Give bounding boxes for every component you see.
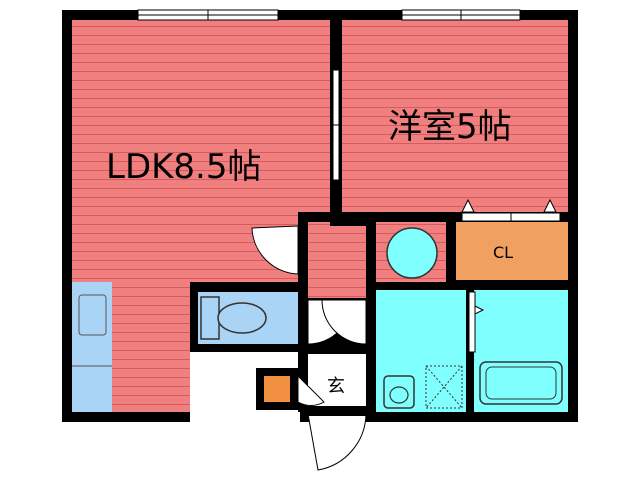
closet-label: CL <box>493 243 513 262</box>
western-room-label: 洋室5帖 <box>388 107 512 147</box>
ldk-lower-floor <box>112 282 190 412</box>
kitchen-sink <box>78 294 107 336</box>
sliding-doors <box>332 69 485 353</box>
entrance-label: 玄 <box>327 376 345 397</box>
bathtub <box>479 361 563 405</box>
closet-floor <box>456 222 568 280</box>
doors <box>251 225 367 471</box>
round-fixture <box>386 227 438 279</box>
toilet-fixture <box>200 296 267 340</box>
hallway-floor <box>308 226 366 298</box>
bathtub-inner <box>485 366 557 400</box>
ldk-label: LDK8.5帖 <box>106 147 262 187</box>
washbasin <box>383 375 415 409</box>
windows <box>137 9 521 21</box>
washer-pan <box>425 365 463 409</box>
closet-doors <box>461 198 561 222</box>
western-floor <box>342 20 568 212</box>
shoe-storage <box>256 368 298 410</box>
